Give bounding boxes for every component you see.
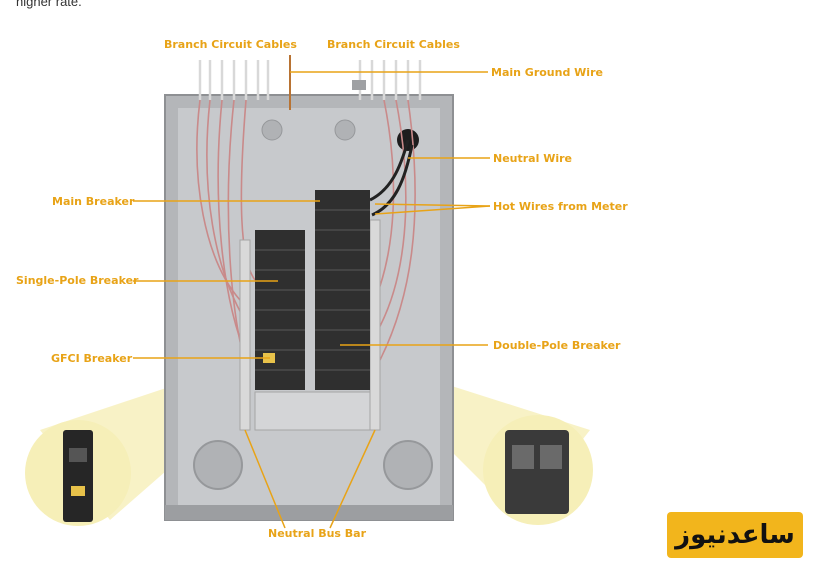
label-hot-wires: Hot Wires from Meter — [493, 200, 628, 213]
internal-wiring — [196, 99, 416, 381]
label-branch-cables-right: Branch Circuit Cables — [327, 38, 460, 51]
lower-slots — [254, 391, 371, 431]
label-branch-cables-left: Branch Circuit Cables — [164, 38, 297, 51]
knockout-top-mid — [334, 119, 356, 141]
neutral-bus-bar-left — [239, 239, 251, 431]
label-gfci: GFCI Breaker — [51, 352, 133, 365]
hot-wires — [369, 139, 414, 217]
label-double-pole: Double-Pole Breaker — [493, 339, 621, 352]
site-logo: ساعدنیوز — [667, 512, 803, 558]
panel-bottom-rail — [165, 505, 453, 520]
label-main-breaker: Main Breaker — [52, 195, 135, 208]
gfci-breaker-image — [63, 430, 93, 522]
ground-clamp — [352, 80, 366, 90]
double-pole-breaker-image — [505, 430, 569, 514]
top-text: higher rate. — [16, 0, 82, 9]
label-main-ground-wire: Main Ground Wire — [491, 66, 603, 79]
leader-lines — [133, 71, 491, 529]
label-neutral-wire: Neutral Wire — [493, 152, 572, 165]
breaker-rows — [255, 209, 370, 371]
label-neutral-bus-bar: Neutral Bus Bar — [268, 527, 367, 540]
knockout-right — [383, 440, 433, 490]
knockout-left — [193, 440, 243, 490]
label-single-pole: Single-Pole Breaker — [16, 274, 139, 287]
knockout-top-left — [261, 119, 283, 141]
neutral-bus-bar-right — [369, 219, 381, 431]
